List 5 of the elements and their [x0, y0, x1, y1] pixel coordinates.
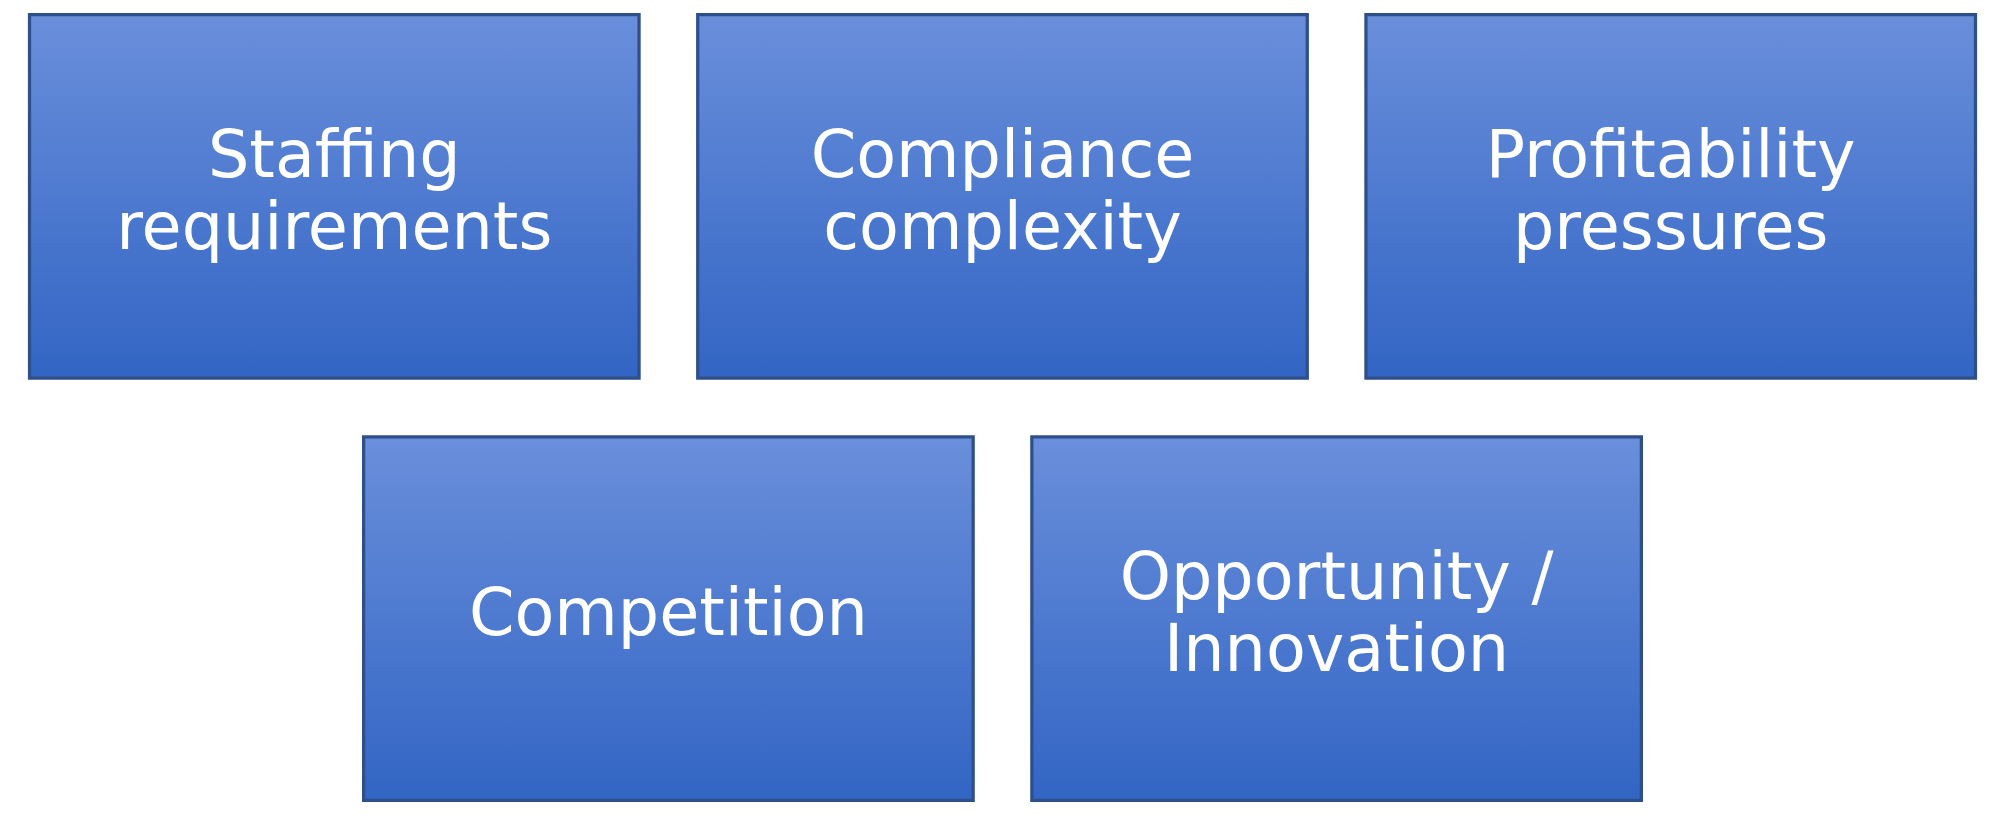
node-box: Profitability pressures: [1363, 13, 1977, 380]
node-box: Compliance complexity: [695, 13, 1309, 380]
node-box: Staffing requirements: [27, 13, 641, 380]
node-box: Competition: [361, 435, 975, 802]
node-box: Opportunity / Innovation: [1029, 435, 1643, 802]
